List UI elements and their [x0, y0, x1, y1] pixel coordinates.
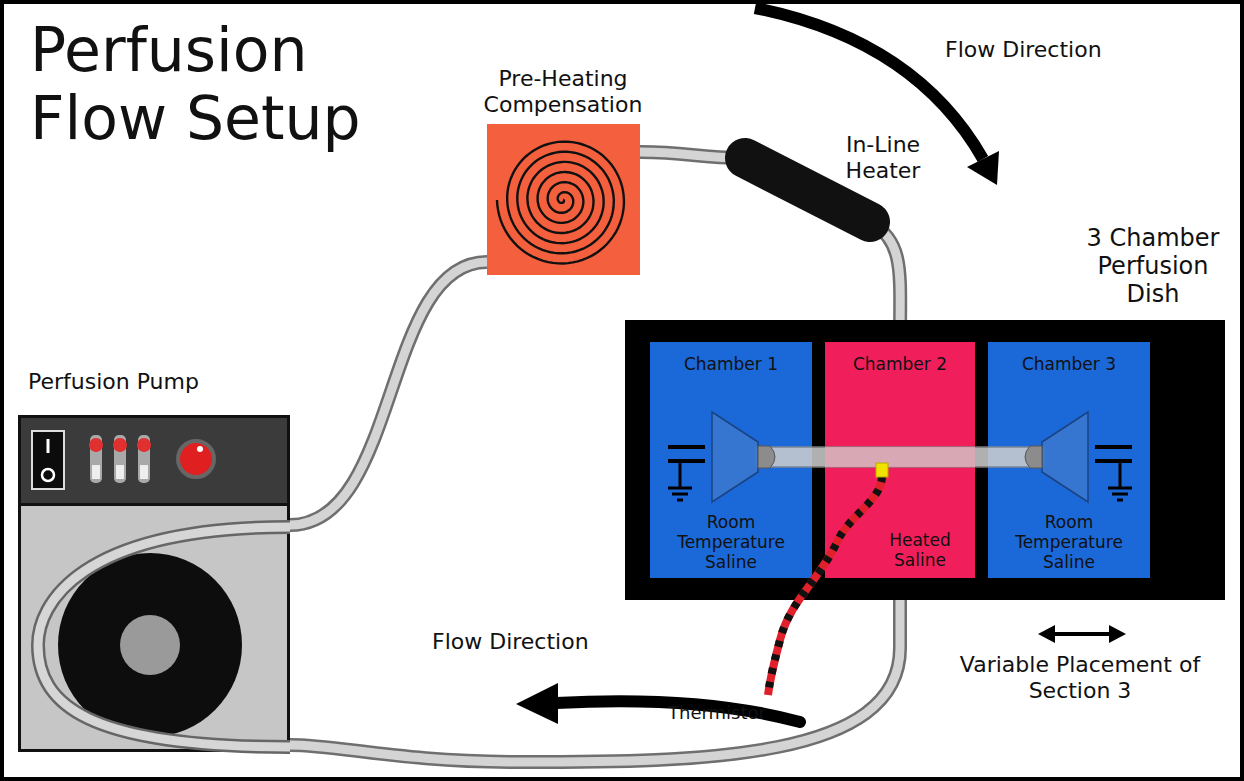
tube-connector	[290, 578, 900, 762]
thermistor-cable	[768, 463, 888, 695]
thermistor-label: Thermistor	[668, 702, 798, 724]
pump: Perfusion Pump	[18, 415, 290, 752]
diagram-title: Perfusion Flow Setup	[30, 16, 450, 152]
flow-direction-label: Flow Direction	[432, 628, 632, 656]
electrode-holder	[1025, 412, 1132, 502]
node-label: Perfusion Pump	[28, 368, 290, 396]
preheat-box: Pre-Heating Compensation	[487, 124, 640, 275]
node-body-text: Room Temperature Saline	[666, 512, 796, 572]
placement-note: Variable Placement of Section 3	[955, 652, 1205, 704]
flow-direction-label: Flow Direction	[945, 36, 1145, 64]
node-label: Chamber 2	[829, 354, 971, 375]
inline-heater: In-Line Heater	[725, 140, 895, 245]
top-flow-arrow	[755, 8, 999, 185]
node-label: Chamber 3	[994, 354, 1144, 375]
placement-arrow	[1038, 625, 1126, 643]
heating-coil	[487, 124, 640, 275]
tube-connector	[290, 262, 487, 525]
node-body-text: Heated Saline	[869, 530, 971, 570]
electrode-holder	[668, 412, 775, 502]
capillary	[756, 447, 1044, 467]
node-body-text: Room Temperature Saline	[1004, 512, 1134, 572]
node-label: Pre-Heating Compensation	[463, 66, 663, 118]
node-label: Chamber 1	[656, 354, 806, 375]
pump-illustration	[18, 415, 290, 752]
node-label: In-Line Heater	[828, 132, 938, 184]
node-label: 3 Chamber Perfusion Dish	[1073, 224, 1233, 308]
bottom-flow-arrow	[516, 683, 800, 724]
